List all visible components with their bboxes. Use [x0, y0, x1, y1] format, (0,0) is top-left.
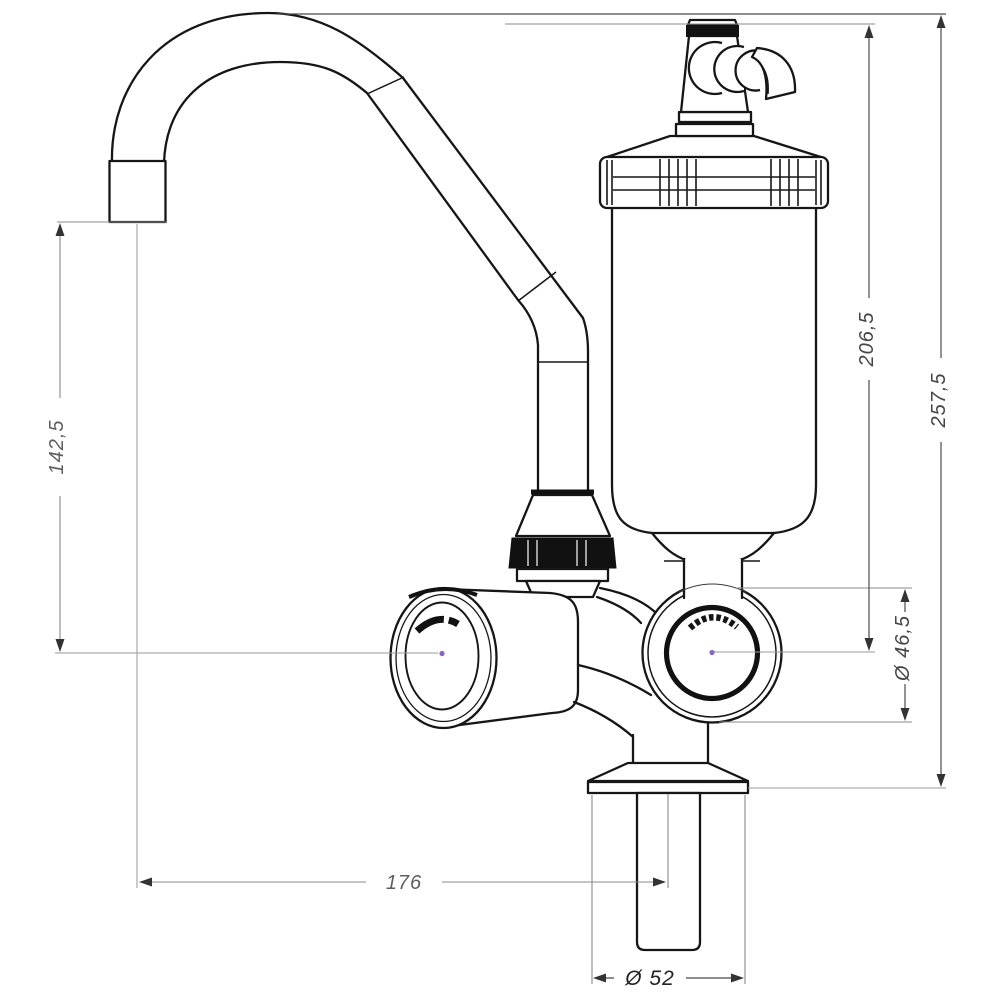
- body-arm-bottom: [572, 700, 634, 738]
- filter-unit: [610, 203, 818, 562]
- dimension-label-shank-diameter: Ø 52: [624, 967, 675, 990]
- dimension-label-spout-height: 142,5: [46, 419, 68, 474]
- cap-cone-shoulder: [602, 134, 826, 160]
- dimension-label-filter-top-height: 206,5: [856, 311, 878, 367]
- dimension-horizontal-reach: 176: [139, 872, 666, 894]
- nozzle-outlet-lip: [759, 63, 769, 95]
- base-disc: [586, 780, 750, 795]
- knurled-nut: [508, 537, 617, 569]
- valve-hidden-top-arc: [678, 583, 747, 593]
- tube-joint-line-lower: [517, 271, 557, 302]
- left-valve-center-dot: [439, 650, 445, 657]
- flare-cone: [514, 493, 612, 538]
- filter-top-nozzle: [674, 18, 797, 138]
- dimension-filter-top-height: 206,5: [856, 25, 878, 651]
- filter-canister: [610, 203, 818, 535]
- brand-mark-arc: [687, 614, 740, 631]
- knob-indicator-arrow: [414, 615, 460, 634]
- swivel-arc-1: [687, 40, 723, 96]
- nozzle-outlet-spout: [750, 46, 797, 101]
- knurl-lines: [527, 540, 587, 566]
- filter-cap: [598, 134, 830, 210]
- filter-neck-fill: [685, 559, 741, 597]
- left-valve-knob: [389, 586, 580, 730]
- valve-knob-ring: [663, 604, 761, 702]
- cap-ring: [598, 155, 830, 210]
- canister-bell-right: [738, 531, 776, 562]
- dimension-label-overall-height: 257,5: [928, 372, 950, 428]
- body-gusset-right-inner: [595, 595, 643, 625]
- valve-lower-body-and-base: [572, 663, 750, 952]
- nozzle-cap-band: [686, 25, 739, 37]
- dimension-spout-height: 142,5: [46, 223, 68, 652]
- body-arm-top: [576, 663, 653, 697]
- nozzle-band-lower: [674, 122, 755, 138]
- faucet-spout-gooseneck: [108, 11, 590, 494]
- knob-face-ellipse: [404, 601, 480, 711]
- knob-cap-top-edge: [408, 586, 478, 599]
- nozzle-band-upper: [677, 110, 753, 124]
- right-valve-center-dot: [709, 649, 715, 656]
- right-valve-body: [641, 557, 783, 724]
- nut-collar: [515, 567, 610, 583]
- cap-ring-ribs: [606, 159, 822, 206]
- spout-tube: [110, 11, 590, 494]
- swivel-arc-3: [734, 49, 761, 92]
- dimension-label-horizontal-reach: 176: [386, 872, 422, 894]
- spout-outlet-tip: [108, 159, 167, 224]
- dimension-annotations: 142,5 206,5 257,5 Ø 46,5: [46, 13, 950, 990]
- dimension-overall-height: 257,5: [928, 15, 950, 787]
- tube-joint-line-upper: [366, 76, 405, 95]
- swivel-arc-2: [713, 44, 745, 94]
- dimension-valve-diameter: Ø 46,5: [892, 589, 914, 721]
- dimension-shank-diameter: Ø 52: [593, 967, 744, 990]
- canister-bell-left: [650, 531, 688, 562]
- knob-cap-rim: [395, 593, 492, 723]
- base-cone: [586, 761, 750, 783]
- dimension-label-valve-diameter: Ø 46,5: [892, 615, 914, 682]
